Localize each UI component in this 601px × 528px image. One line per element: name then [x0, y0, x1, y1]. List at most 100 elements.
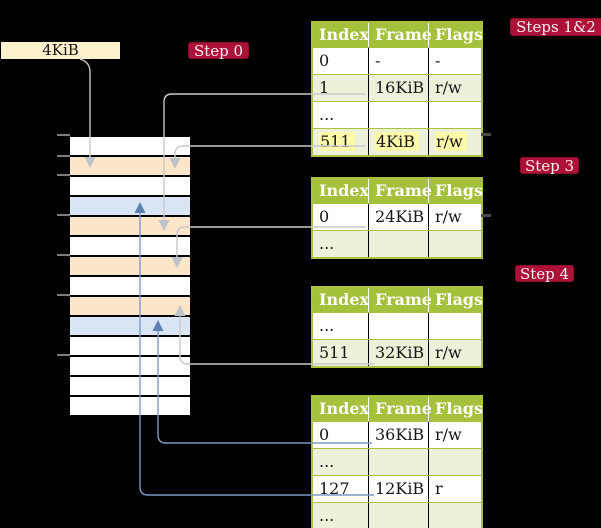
step-0-badge: Step 0 [188, 42, 249, 59]
table-cell [428, 231, 481, 257]
table-cell [368, 231, 428, 257]
table-cell [368, 449, 428, 475]
table-cell: 511 [319, 343, 350, 362]
row-pointer-dash [481, 133, 491, 136]
column-header: Flags [428, 23, 483, 47]
table-cell: 24KiB [368, 204, 428, 230]
memory-row-data-page [70, 197, 190, 215]
table-cell: r/w [428, 204, 481, 230]
table-cell: r/w [428, 422, 481, 448]
row-pointer-dash [481, 214, 491, 217]
memory-column [70, 137, 190, 415]
memory-row-page-table [70, 217, 190, 235]
column-header: Flags [428, 288, 483, 312]
highlighted-value: r/w [435, 132, 467, 151]
table-row: ... [313, 101, 481, 128]
table-row: 0 -- [313, 47, 481, 74]
memory-tick [57, 155, 70, 157]
table-row: ... [313, 230, 481, 257]
table-cell: - [428, 48, 481, 74]
table-row: 511 4KiB r/w [313, 128, 481, 155]
memory-row-empty [70, 137, 190, 155]
memory-tick [57, 214, 70, 216]
memory-row-page-table [70, 297, 190, 315]
column-header: Index [319, 181, 370, 200]
memory-row-page-table [70, 257, 190, 275]
column-header: Flags [428, 397, 483, 421]
column-header: Frame [368, 23, 432, 47]
memory-tick [57, 354, 70, 356]
column-header: Index [319, 25, 370, 44]
memory-tick [57, 174, 70, 176]
table-cell [368, 503, 428, 528]
column-header: Index [319, 290, 370, 309]
table-cell [428, 102, 481, 128]
table-cell: 0 [319, 207, 330, 226]
table-cell: 32KiB [368, 340, 428, 366]
column-header: Frame [368, 397, 432, 421]
memory-row-empty [70, 377, 190, 395]
memory-row-empty [70, 357, 190, 375]
table-cell: r/w [428, 129, 481, 155]
frame-size-label-box: 4KiB [1, 42, 120, 59]
table-row: ... [313, 448, 481, 475]
column-header: Flags [428, 179, 483, 203]
memory-row-empty [70, 277, 190, 295]
table-cell [428, 313, 481, 339]
table-cell [428, 503, 481, 528]
table-cell: 4KiB [368, 129, 428, 155]
table-cell: ... [319, 234, 335, 253]
table-cell: 1 [319, 78, 330, 97]
table-cell: 36KiB [368, 422, 428, 448]
table-cell: r/w [428, 340, 481, 366]
table-cell: r [428, 476, 481, 502]
table-cell: - [368, 48, 428, 74]
table-cell: 511 [313, 129, 368, 155]
table-cell: 16KiB [368, 75, 428, 101]
table-cell [368, 313, 428, 339]
memory-row-empty [70, 177, 190, 195]
column-header: Frame [368, 288, 432, 312]
table-cell: r/w [428, 75, 481, 101]
highlighted-value: 511 [319, 132, 355, 151]
table-cell: ... [319, 452, 335, 471]
highlighted-value: 4KiB [375, 132, 420, 151]
steps-1-2-badge: Steps 1&2 [510, 18, 601, 36]
table-cell [428, 449, 481, 475]
memory-tick [57, 134, 70, 136]
table-cell: ... [319, 506, 335, 525]
table-row: ... [313, 502, 481, 528]
memory-row-empty [70, 337, 190, 355]
table-cell: 12KiB [368, 476, 428, 502]
step-4-badge: Step 4 [515, 265, 574, 282]
memory-row-empty [70, 397, 190, 415]
memory-tick [57, 254, 70, 256]
table-cell: 0 [319, 425, 330, 444]
memory-row-data-page [70, 317, 190, 335]
table-cell [368, 102, 428, 128]
table-cell: 127 [319, 479, 350, 498]
column-header: Index [319, 399, 370, 418]
memory-row-empty [70, 237, 190, 255]
column-header: Frame [368, 179, 432, 203]
table-row: ... [313, 312, 481, 339]
step-3-badge: Step 3 [520, 157, 579, 174]
table-cell: ... [319, 105, 335, 124]
table-cell: ... [319, 316, 335, 335]
table-cell: 0 [319, 51, 330, 70]
memory-tick [57, 294, 70, 296]
